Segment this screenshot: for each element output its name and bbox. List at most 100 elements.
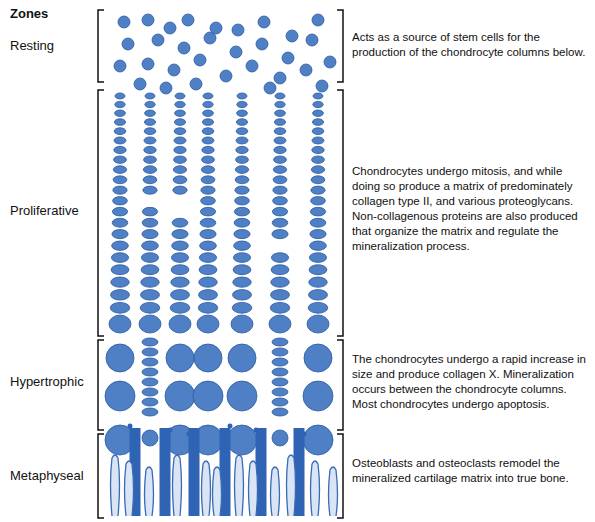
- chondrocyte: [114, 146, 126, 153]
- chondrocyte: [236, 119, 247, 126]
- chondrocyte: [173, 176, 187, 184]
- chondrocyte: [272, 398, 288, 406]
- chondrocyte: [141, 265, 159, 275]
- bone-trabecula: [125, 461, 134, 516]
- chondrocyte: [203, 101, 213, 107]
- chondrocyte: [235, 197, 250, 205]
- bone-trabecula: [111, 455, 120, 516]
- chondrocyte: [272, 230, 288, 239]
- chondrocyte: [200, 230, 216, 239]
- chondrocyte: [303, 381, 333, 411]
- chondrocyte: [142, 388, 158, 396]
- chondrocyte: [313, 101, 323, 107]
- chondrocyte: [203, 93, 213, 99]
- chondrocyte: [142, 207, 157, 216]
- mineralized-matrix: [189, 428, 200, 516]
- chondrocyte: [312, 14, 324, 26]
- bone-trabecula: [249, 461, 258, 516]
- chondrocyte: [194, 344, 222, 372]
- chondrocyte: [172, 230, 188, 239]
- chondrocyte: [312, 128, 324, 135]
- zone-brackets: [98, 10, 343, 518]
- chondrocyte: [114, 119, 125, 126]
- chondrocyte: [271, 277, 289, 287]
- chondrocyte: [237, 93, 247, 99]
- chondrocyte: [316, 80, 328, 92]
- chondrocyte: [142, 398, 158, 406]
- chondrocyte: [199, 277, 217, 287]
- chondrocyte: [237, 110, 248, 116]
- chondrocyte: [311, 166, 324, 174]
- chondrocyte: [272, 207, 287, 216]
- chondrocyte: [272, 388, 288, 396]
- chondrocyte: [272, 430, 288, 446]
- chondrocyte: [202, 146, 214, 153]
- chondrocyte: [312, 137, 324, 144]
- chondrocyte: [112, 207, 127, 216]
- chondrocyte: [164, 22, 176, 34]
- chondrocyte: [139, 315, 161, 333]
- chondrocyte: [174, 137, 186, 144]
- chondrocyte: [142, 378, 158, 386]
- chondrocyte: [246, 60, 258, 72]
- chondrocyte: [309, 277, 327, 287]
- chondrocyte: [271, 290, 290, 300]
- chondrocyte: [171, 253, 188, 263]
- mineral-dot: [302, 432, 307, 437]
- chondrocyte: [232, 302, 252, 313]
- bone-trabecula: [202, 461, 211, 516]
- chondrocyte: [310, 218, 326, 227]
- chondrocyte: [143, 166, 156, 174]
- chondrocyte: [169, 315, 191, 333]
- right-bracket: [337, 434, 343, 518]
- right-bracket: [337, 340, 343, 430]
- chondrocyte: [272, 348, 288, 356]
- chondrocyte: [141, 290, 160, 300]
- chondrocyte: [160, 82, 172, 94]
- chondrocyte: [142, 408, 158, 416]
- chondrocyte: [300, 64, 312, 76]
- chondrocyte: [170, 302, 190, 313]
- chondrocyte: [273, 197, 288, 205]
- chondrocyte: [113, 197, 128, 205]
- chondrocyte: [105, 381, 135, 411]
- chondrocyte: [202, 119, 213, 126]
- chondrocyte: [113, 186, 127, 194]
- chondrocyte: [271, 265, 289, 275]
- chondrocyte: [312, 119, 323, 126]
- chondrocyte: [272, 378, 288, 386]
- chondrocyte: [309, 265, 327, 275]
- chondrocyte: [111, 277, 129, 287]
- mineral-dot: [228, 424, 233, 429]
- chondrocyte: [173, 186, 187, 194]
- chondrocyte: [144, 119, 155, 126]
- chondrocyte: [210, 22, 222, 34]
- bone-trabecula: [235, 455, 244, 516]
- chondrocyte: [201, 166, 214, 174]
- chondrocyte: [175, 101, 185, 107]
- chondrocyte: [272, 338, 288, 346]
- chondrocyte: [234, 230, 250, 239]
- mineral-dot: [168, 428, 173, 433]
- chondrocyte: [235, 166, 248, 174]
- chondrocyte: [175, 110, 186, 116]
- chondrocyte: [274, 146, 286, 153]
- chondrocyte: [202, 156, 215, 163]
- left-bracket: [98, 340, 104, 430]
- zone-name: Proliferative: [10, 203, 79, 220]
- chondrocyte: [236, 137, 248, 144]
- chondrocyte: [236, 156, 249, 163]
- chondrocyte: [194, 54, 206, 66]
- chondrocyte: [141, 277, 159, 287]
- mineralized-matrix: [160, 428, 171, 516]
- chondrocyte: [235, 186, 249, 194]
- chondrocyte: [145, 101, 155, 107]
- bone-trabecula: [213, 467, 222, 516]
- chondrocyte: [143, 176, 157, 184]
- chondrocyte: [111, 265, 129, 275]
- chondrocyte: [106, 344, 134, 372]
- chondrocyte: [199, 253, 216, 263]
- chondrocyte: [230, 46, 242, 58]
- chondrocyte: [141, 253, 158, 263]
- left-bracket: [98, 90, 104, 336]
